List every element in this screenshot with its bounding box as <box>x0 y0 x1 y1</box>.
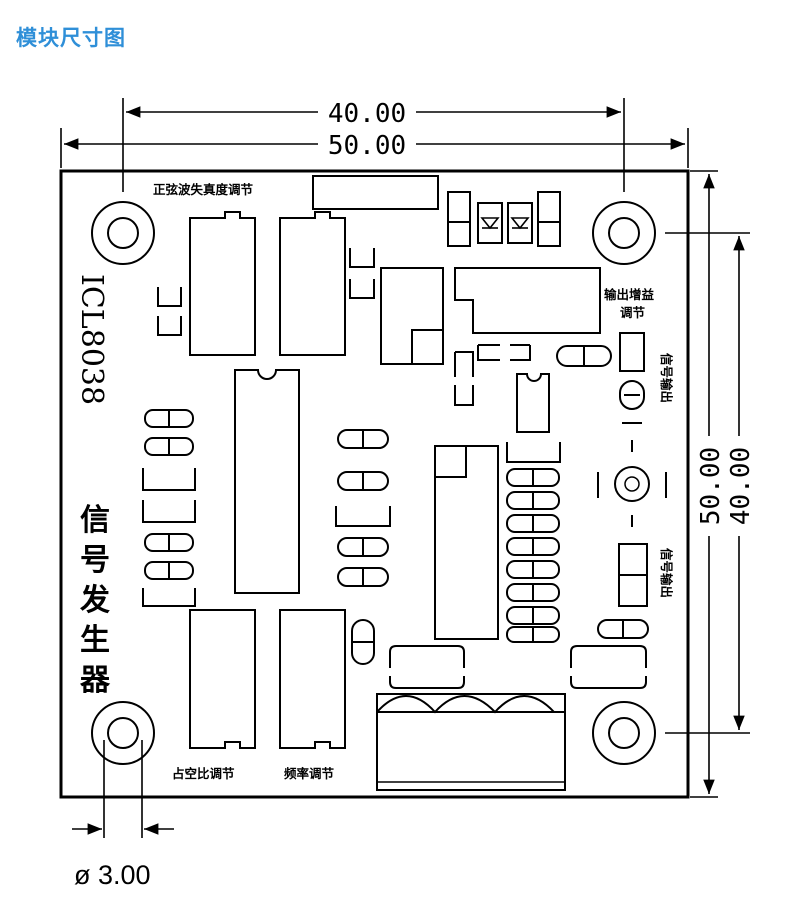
smd-cap-vertical <box>454 351 474 406</box>
dim-label-50-v: 50.00 <box>696 447 726 525</box>
smd-cap-horizontal <box>477 344 531 361</box>
label-duty-adjust: 占空比调节 <box>172 766 235 781</box>
module-name-char-1: 信 <box>80 503 110 538</box>
resistor-column-right <box>506 468 560 643</box>
duty-cycle-pot <box>189 609 256 749</box>
mounting-hole-bottom-right <box>592 701 656 765</box>
trim-pot-1 <box>189 211 256 356</box>
dimension-hole-diameter: ø 3.00 <box>72 740 174 890</box>
smd-cap-mid <box>349 248 375 299</box>
mounting-hole-bottom-left <box>91 701 155 765</box>
smd-cap-top-2 <box>537 191 561 247</box>
power-terminal-block <box>376 693 566 791</box>
resistor-lower-right <box>597 619 649 639</box>
dimension-hole-spacing-horizontal: 40.00 <box>122 98 625 192</box>
resistor-upper-right <box>556 345 612 367</box>
square-component-pin <box>411 329 444 365</box>
module-name-char-2: 号 <box>80 543 110 578</box>
label-output-gain-2: 调节 <box>620 305 646 320</box>
dim-label-40-v: 40.00 <box>726 447 756 525</box>
label-output-gain-1: 输出增益 <box>604 287 655 302</box>
dim-label-50-h: 50.00 <box>328 131 406 161</box>
board-outline <box>59 169 690 799</box>
dim-label-40-h: 40.00 <box>328 99 406 129</box>
label-signal-out-upper: 信号输出 <box>659 353 674 403</box>
mounting-hole-top-left <box>91 201 155 265</box>
led-pair <box>477 202 533 244</box>
dim-label-hole: ø 3.00 <box>74 860 151 890</box>
label-sine-adjust: 正弦波失真度调节 <box>153 182 254 197</box>
label-signal-out-lower: 信号输出 <box>659 548 674 598</box>
label-chip: ICL8038 <box>74 274 109 405</box>
sine-distortion-pot <box>312 175 439 210</box>
second-ic-pin1 <box>434 445 467 478</box>
output-connector-lower <box>618 543 648 607</box>
output-test-point <box>597 440 667 527</box>
dimension-board-height: 50.00 <box>690 170 726 798</box>
transistor <box>516 373 550 433</box>
module-name-char-5: 器 <box>79 663 111 698</box>
frequency-pot <box>279 609 346 749</box>
label-module-name: 信 号 发 生 器 <box>79 503 111 698</box>
dimension-hole-spacing-vertical: 40.00 <box>665 232 756 734</box>
main-ic-icl8038 <box>234 369 300 594</box>
label-freq-adjust: 频率调节 <box>284 766 335 781</box>
capacitor-2 <box>570 645 647 689</box>
trim-pot-2 <box>279 211 346 356</box>
page-title: 模块尺寸图 <box>16 26 126 50</box>
resistor-column-middle <box>335 429 391 587</box>
smd-cap-left <box>157 287 182 336</box>
dimension-board-width: 50.00 <box>60 128 689 168</box>
mounting-hole-top-right <box>592 201 656 265</box>
module-name-char-4: 生 <box>80 623 110 658</box>
smd-cap-top-1 <box>447 191 471 247</box>
smd-cap-under-transistor <box>506 442 561 463</box>
module-name-char-3: 发 <box>79 583 110 618</box>
output-gain-pot <box>454 267 601 334</box>
output-connector-upper <box>619 332 645 424</box>
capacitor-1 <box>389 645 465 689</box>
resistor-column-left <box>142 409 196 607</box>
